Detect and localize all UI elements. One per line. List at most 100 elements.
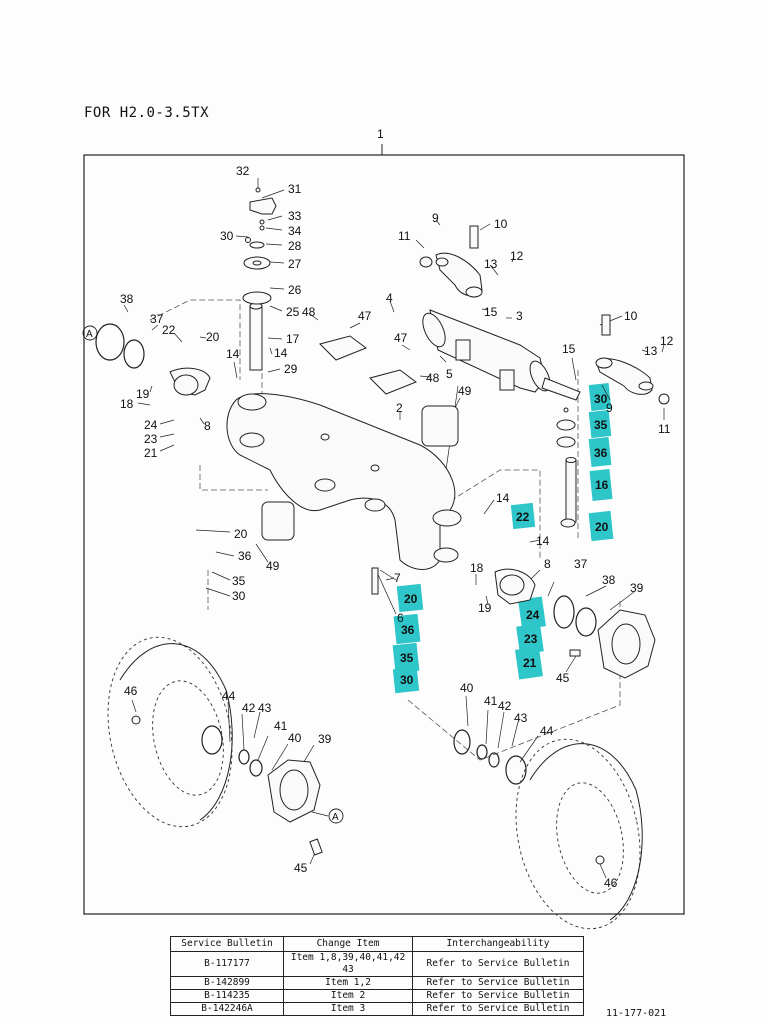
table-row: B-117177 Item 1,8,39,40,41,42 43 Refer t… xyxy=(169,951,584,977)
bulletin-cell: B-114235 xyxy=(169,989,285,1003)
callout-24: 24 xyxy=(144,418,158,432)
callout-labels: 1 2 3 4 5 6 7 8 8 9 9 10 10 11 11 12 12 … xyxy=(120,127,674,890)
callout-18a: 18 xyxy=(120,397,134,411)
callout-45b: 45 xyxy=(294,861,308,875)
table-header-row: Service Bulletin Change Item Interchange… xyxy=(169,936,584,952)
header-service-bulletin: Service Bulletin xyxy=(169,936,285,952)
callout-24-hl: 24 xyxy=(526,608,540,622)
callout-38a: 38 xyxy=(120,292,134,306)
callout-46a: 46 xyxy=(124,684,138,698)
callout-20-hl: 20 xyxy=(595,520,609,534)
header-change-item: Change Item xyxy=(283,936,414,952)
callout-36: 36 xyxy=(238,549,252,563)
leader-lines xyxy=(123,178,665,879)
ref-a-1: A xyxy=(86,329,93,340)
steering-cylinder xyxy=(422,309,581,401)
callout-8a: 8 xyxy=(204,419,211,433)
callout-37a: 37 xyxy=(150,312,164,326)
wheels xyxy=(107,636,641,930)
highlighted-callouts: 30 35 36 16 20 22 20 36 35 30 24 23 21 xyxy=(400,392,609,687)
callout-9b: 9 xyxy=(606,401,613,415)
callout-28: 28 xyxy=(288,239,302,253)
callout-7: 7 xyxy=(394,571,401,585)
callout-26: 26 xyxy=(288,283,302,297)
callout-12a: 12 xyxy=(510,249,524,263)
callout-43b: 43 xyxy=(258,701,272,715)
callout-21-hl: 21 xyxy=(523,656,537,670)
callout-17: 17 xyxy=(286,332,300,346)
change-item-cell: Item 2 xyxy=(283,989,414,1003)
callout-19b: 19 xyxy=(478,601,492,615)
callout-42b: 42 xyxy=(242,701,256,715)
bulletin-cell: B-142246A xyxy=(169,1002,285,1016)
bump-stoppers xyxy=(261,335,459,541)
callout-35: 35 xyxy=(232,574,246,588)
callout-22: 22 xyxy=(162,323,176,337)
king-pin-left xyxy=(242,187,277,371)
callout-8b: 8 xyxy=(544,557,551,571)
callout-48b: 48 xyxy=(426,371,440,385)
callout-33: 33 xyxy=(288,209,302,223)
callout-13b: 13 xyxy=(644,344,658,358)
interchangeability-cell: Refer to Service Bulletin xyxy=(412,976,584,990)
change-item-cell: Item 1,2 xyxy=(283,976,414,990)
axle-beam xyxy=(226,393,462,570)
model-title: FOR H2.0-3.5TX xyxy=(84,105,210,121)
callout-20b: 20 xyxy=(234,527,248,541)
callout-23: 23 xyxy=(144,432,158,446)
bulletin-cell: B-117177 xyxy=(169,951,285,977)
callout-15b: 15 xyxy=(562,342,576,356)
callout-32: 32 xyxy=(236,164,250,178)
callout-5: 5 xyxy=(446,367,453,381)
callout-13a: 13 xyxy=(484,257,498,271)
change-item-cell: Item 3 xyxy=(283,1002,414,1016)
callout-30a: 30 xyxy=(220,229,234,243)
change-item-cell: Item 1,8,39,40,41,42 43 xyxy=(283,951,414,977)
callout-42a: 42 xyxy=(498,699,512,713)
seals-bearings xyxy=(95,323,597,785)
callout-38b: 38 xyxy=(602,573,616,587)
callout-43a: 43 xyxy=(514,711,528,725)
callout-44a: 44 xyxy=(540,724,554,738)
callout-36b-hl: 36 xyxy=(401,623,415,637)
wheel-outlines xyxy=(119,643,643,921)
callout-44b: 44 xyxy=(222,689,236,703)
callout-15a: 15 xyxy=(484,305,498,319)
callout-16-hl: 16 xyxy=(595,478,609,492)
callout-29: 29 xyxy=(284,362,298,376)
callout-4: 4 xyxy=(386,291,393,305)
callout-19a: 19 xyxy=(136,387,150,401)
callout-14c: 14 xyxy=(496,491,510,505)
callout-18b: 18 xyxy=(470,561,484,575)
callout-6: 6 xyxy=(397,611,404,625)
callout-35b-hl: 35 xyxy=(400,651,414,665)
callout-14a: 14 xyxy=(226,347,240,361)
callout-21: 21 xyxy=(144,446,158,460)
callout-27: 27 xyxy=(288,257,302,271)
callout-20b-hl: 20 xyxy=(404,592,418,606)
bolts xyxy=(131,567,605,865)
interchangeability-cell: Refer to Service Bulletin xyxy=(412,1002,584,1016)
diagram-frame xyxy=(83,154,685,915)
callout-40b: 40 xyxy=(288,731,302,745)
callout-47a: 47 xyxy=(358,309,372,323)
callout-49b: 49 xyxy=(266,559,280,573)
callout-20a: 20 xyxy=(206,330,220,344)
table-row: B-142246A Item 3 Refer to Service Bullet… xyxy=(169,1002,584,1016)
service-bulletin-table: Service Bulletin Change Item Interchange… xyxy=(169,936,584,1016)
knuckles-hubs xyxy=(169,367,656,823)
callout-36-hl: 36 xyxy=(594,446,608,460)
callout-3: 3 xyxy=(516,309,523,323)
callout-9a: 9 xyxy=(432,211,439,225)
callout-2: 2 xyxy=(396,401,403,415)
callout-41a: 41 xyxy=(484,694,498,708)
ref-a-2: A xyxy=(332,812,339,823)
table-row: B-114235 Item 2 Refer to Service Bulleti… xyxy=(169,989,584,1003)
callout-10b: 10 xyxy=(624,309,638,323)
callout-12b: 12 xyxy=(660,334,674,348)
callout-10a: 10 xyxy=(494,217,508,231)
callout-34: 34 xyxy=(288,224,302,238)
callout-40a: 40 xyxy=(460,681,474,695)
interchangeability-cell: Refer to Service Bulletin xyxy=(412,951,584,977)
table-row: B-142899 Item 1,2 Refer to Service Bulle… xyxy=(169,976,584,990)
